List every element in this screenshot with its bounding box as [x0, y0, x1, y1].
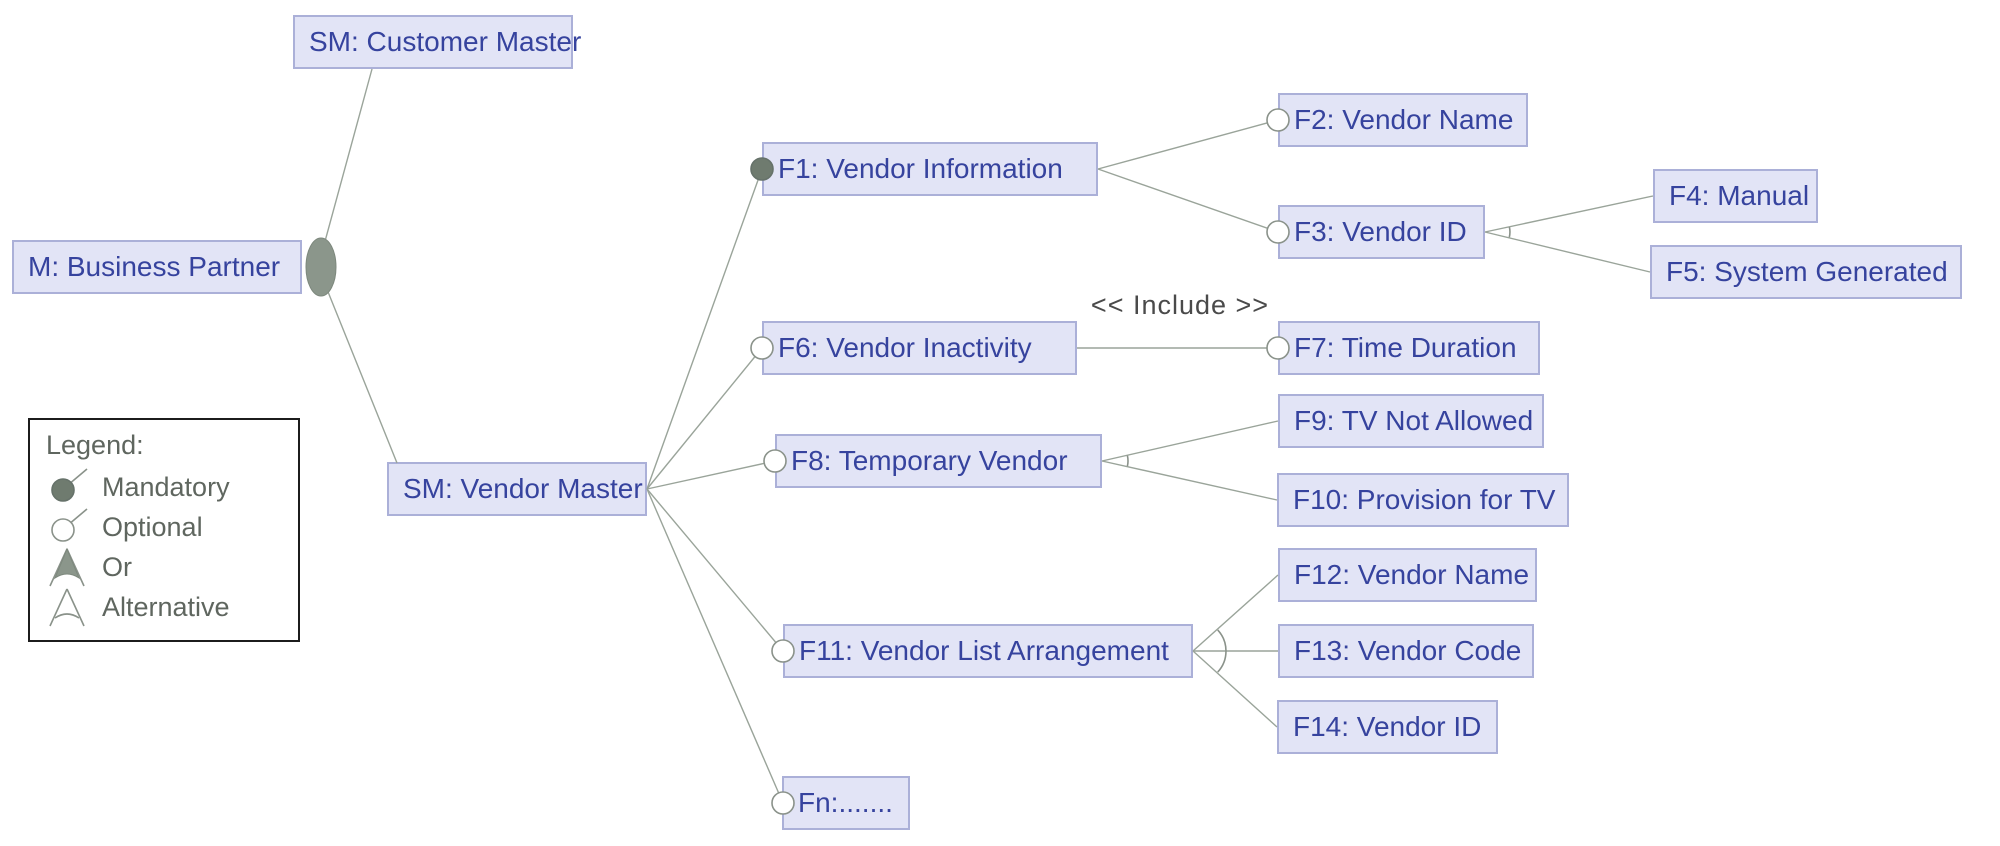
legend-row-alternative: Alternative [46, 587, 298, 627]
legend-box: Legend: Mandatory Optional [28, 418, 300, 642]
legend-row-optional: Optional [46, 507, 298, 547]
alternative-group-arc-f11 [1217, 629, 1227, 673]
alternative-group-arc-f3 [1508, 226, 1511, 238]
edge-vendor-master-f8 [646, 460, 776, 490]
node-f14-vendor-id[interactable]: F14: Vendor ID [1277, 700, 1498, 754]
edge-f3-f5 [1484, 231, 1651, 273]
node-f10-provision-for-tv[interactable]: F10: Provision for TV [1277, 473, 1569, 527]
edge-root-vendor-master [317, 266, 398, 464]
legend-row-mandatory: Mandatory [46, 467, 298, 507]
edge-f8-f9 [1101, 420, 1279, 462]
alternative-icon [46, 586, 102, 628]
edge-f11-f14 [1192, 650, 1278, 728]
edge-f8-f10 [1101, 460, 1278, 501]
legend-label-alternative: Alternative [102, 591, 230, 622]
node-f5-system-generated[interactable]: F5: System Generated [1650, 245, 1962, 299]
node-f2-vendor-name[interactable]: F2: Vendor Name [1278, 93, 1528, 147]
edge-vendor-master-f1 [646, 168, 763, 490]
edge-f11-f12 [1192, 574, 1279, 652]
edge-vendor-master-fn [646, 488, 784, 804]
edge-root-customer-master [317, 68, 373, 268]
alternative-group-arc-f8 [1126, 455, 1129, 467]
legend-title: Legend: [46, 430, 144, 460]
legend-label-mandatory: Mandatory [102, 471, 230, 502]
node-f3-vendor-id[interactable]: F3: Vendor ID [1278, 205, 1485, 259]
node-fn[interactable]: Fn:....... [782, 776, 910, 830]
legend-row-or: Or [46, 547, 298, 587]
edge-f1-f3 [1097, 168, 1279, 233]
node-f8-temporary-vendor[interactable]: F8: Temporary Vendor [775, 434, 1102, 488]
node-m-business-partner[interactable]: M: Business Partner [12, 240, 302, 294]
node-f1-vendor-information[interactable]: F1: Vendor Information [762, 142, 1098, 196]
edge-vendor-master-f6 [646, 347, 763, 490]
node-f9-tv-not-allowed[interactable]: F9: TV Not Allowed [1278, 394, 1544, 448]
include-stereotype-label: << Include >> [1090, 290, 1270, 320]
node-sm-vendor-master[interactable]: SM: Vendor Master [387, 462, 647, 516]
or-icon [46, 546, 102, 588]
node-f7-time-duration[interactable]: F7: Time Duration [1278, 321, 1540, 375]
node-f12-vendor-name[interactable]: F12: Vendor Name [1278, 548, 1537, 602]
edge-f3-f4 [1484, 195, 1654, 233]
node-f11-vendor-list-arrangement[interactable]: F11: Vendor List Arrangement [783, 624, 1193, 678]
legend-label-optional: Optional [102, 511, 203, 542]
or-group-ellipse-icon [305, 237, 337, 297]
legend-label-or: Or [102, 551, 132, 582]
node-f6-vendor-inactivity[interactable]: F6: Vendor Inactivity [762, 321, 1077, 375]
edge-f1-f2 [1097, 119, 1279, 170]
optional-icon [46, 507, 102, 547]
mandatory-icon [46, 467, 102, 507]
node-f13-vendor-code[interactable]: F13: Vendor Code [1278, 624, 1534, 678]
node-f4-manual[interactable]: F4: Manual [1653, 169, 1818, 223]
node-sm-customer-master[interactable]: SM: Customer Master [293, 15, 581, 69]
edge-vendor-master-f11 [646, 488, 784, 652]
